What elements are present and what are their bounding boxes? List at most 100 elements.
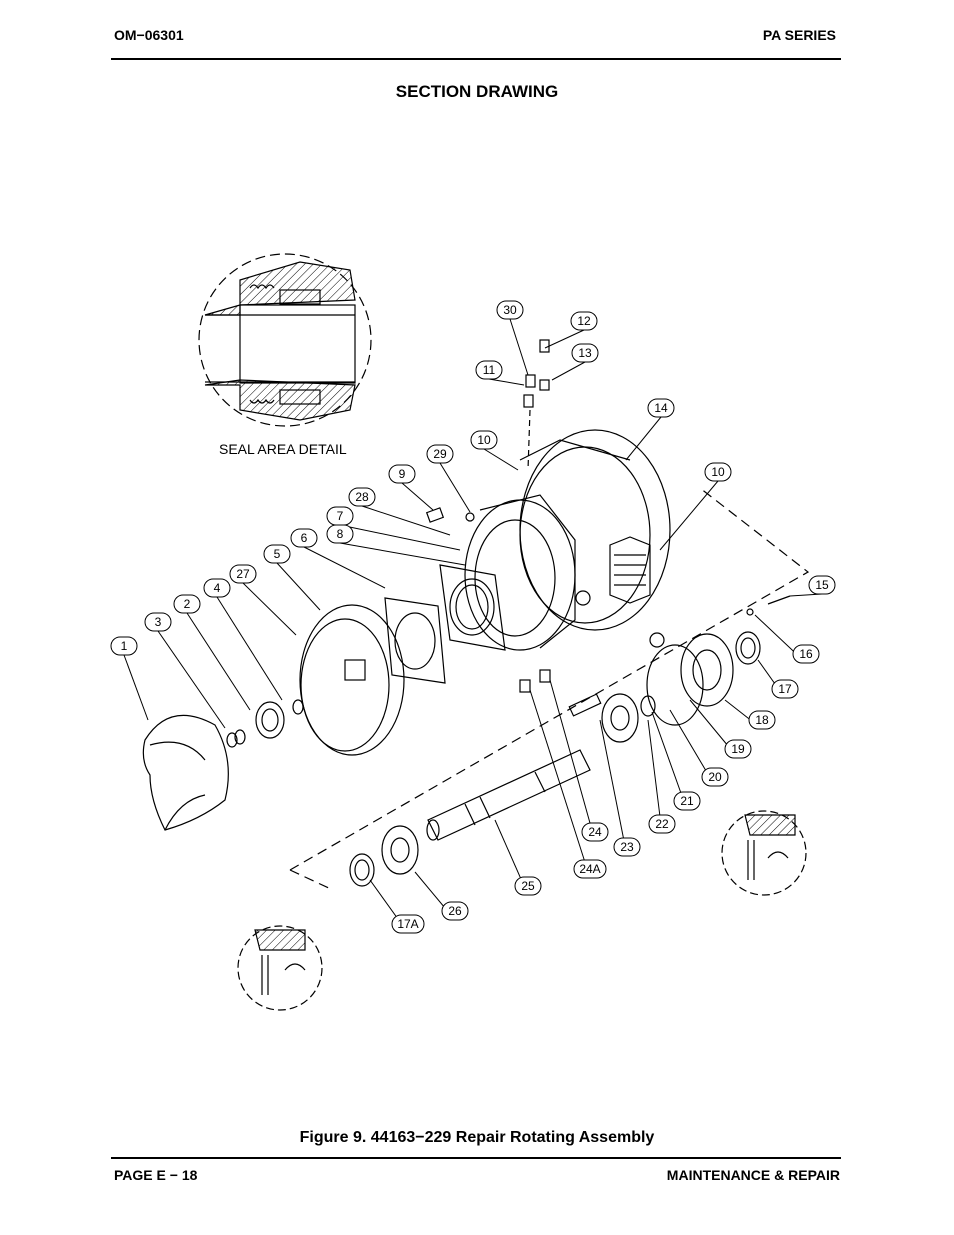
callout-balloon bbox=[613, 837, 641, 857]
callout-balloon bbox=[388, 464, 416, 484]
callout-22: 22 bbox=[647, 719, 676, 834]
callout-label: 4 bbox=[214, 581, 221, 595]
callout-11: 11 bbox=[475, 360, 525, 386]
callout-balloon bbox=[704, 462, 732, 482]
callout-leader bbox=[549, 679, 596, 842]
callout-label: 10 bbox=[711, 465, 725, 479]
volute-casing bbox=[519, 429, 671, 631]
callout-balloon bbox=[496, 300, 524, 320]
callout-13: 13 bbox=[551, 343, 599, 381]
callout-leader bbox=[529, 689, 591, 879]
callout-leader bbox=[659, 480, 719, 551]
footer-rule bbox=[111, 1157, 841, 1159]
seal-assembly bbox=[255, 699, 304, 739]
callout-balloon bbox=[470, 430, 498, 450]
callout-3: 3 bbox=[144, 612, 226, 729]
callout-label: 17 bbox=[778, 682, 792, 696]
callout-leader bbox=[439, 462, 471, 513]
callout-21: 21 bbox=[651, 711, 701, 811]
callout-label: 2 bbox=[184, 597, 191, 611]
callout-balloon bbox=[771, 679, 799, 699]
callout-label: 7 bbox=[337, 509, 344, 523]
callout-balloon bbox=[748, 710, 776, 730]
adapter-plate bbox=[439, 564, 506, 651]
callout-leader bbox=[216, 596, 283, 701]
callout-label: 30 bbox=[503, 303, 517, 317]
callout-label: 5 bbox=[274, 547, 281, 561]
figure-caption: Figure 9. 44163−229 Repair Rotating Asse… bbox=[299, 1129, 655, 1146]
callout-balloon bbox=[514, 876, 542, 896]
callout-balloon bbox=[673, 791, 701, 811]
callout-leader bbox=[276, 562, 321, 611]
callout-label: 12 bbox=[577, 314, 591, 328]
header-rule bbox=[111, 58, 841, 60]
callout-4: 4 bbox=[203, 578, 283, 701]
callout-leader bbox=[544, 329, 585, 349]
callout-30: 30 bbox=[496, 300, 529, 376]
assembly-linework bbox=[142, 253, 810, 1011]
callout-balloon bbox=[808, 575, 836, 595]
callout-label: 26 bbox=[448, 904, 462, 918]
callout-leader bbox=[157, 630, 226, 729]
callout-26: 26 bbox=[414, 871, 469, 921]
callout-label: 18 bbox=[755, 713, 769, 727]
callout-balloon bbox=[581, 822, 609, 842]
callout-25: 25 bbox=[494, 819, 542, 896]
seal-detail-lower-right bbox=[721, 810, 807, 896]
callout-balloon bbox=[441, 901, 469, 921]
callout-leader bbox=[509, 318, 529, 376]
callout-leader bbox=[303, 546, 386, 589]
callout-label: 10 bbox=[477, 433, 491, 447]
callout-label: 9 bbox=[399, 467, 406, 481]
callout-label: 19 bbox=[731, 742, 745, 756]
callout-balloon bbox=[475, 360, 503, 380]
callout-leader bbox=[361, 505, 451, 536]
callout-20: 20 bbox=[669, 709, 729, 787]
callout-balloon bbox=[648, 814, 676, 834]
callout-label: 29 bbox=[433, 447, 447, 461]
callout-18: 18 bbox=[724, 699, 776, 730]
callout-balloon bbox=[263, 544, 291, 564]
callout-label: 14 bbox=[654, 401, 668, 415]
callout-leader bbox=[488, 378, 525, 386]
callout-15: 15 bbox=[789, 575, 836, 597]
callout-balloon bbox=[724, 739, 752, 759]
section-title: SECTION DRAWING bbox=[395, 82, 559, 101]
callout-27: 27 bbox=[229, 564, 297, 636]
callout-label: 28 bbox=[355, 490, 369, 504]
callout-16: 16 bbox=[754, 614, 820, 664]
callout-label: 24A bbox=[579, 862, 600, 876]
callout-leader bbox=[401, 482, 434, 511]
callout-label: 8 bbox=[337, 527, 344, 541]
series-name: PA SERIES bbox=[762, 27, 836, 43]
callout-leader bbox=[123, 654, 149, 721]
callout-label: 22 bbox=[655, 817, 669, 831]
callout-balloon bbox=[290, 528, 318, 548]
callout-label: 6 bbox=[301, 531, 308, 545]
callout-6: 6 bbox=[290, 528, 386, 589]
shaft bbox=[426, 693, 602, 841]
callout-balloon bbox=[203, 578, 231, 598]
callout-balloon bbox=[701, 767, 729, 787]
callout-17: 17 bbox=[757, 659, 799, 699]
callout-10: 10 bbox=[659, 462, 732, 551]
callout-23: 23 bbox=[599, 719, 641, 857]
callout-balloon bbox=[326, 524, 354, 544]
callout-balloon bbox=[570, 311, 598, 331]
callout-balloon bbox=[110, 636, 138, 656]
callout-label: 17A bbox=[397, 917, 418, 931]
impeller bbox=[142, 714, 229, 831]
callout-balloon bbox=[229, 564, 257, 584]
callout-leader bbox=[339, 542, 466, 566]
chapter-name: MAINTENANCE & REPAIR bbox=[666, 1167, 840, 1183]
callout-label: 16 bbox=[799, 647, 813, 661]
callout-balloon bbox=[647, 398, 675, 418]
callout-balloon bbox=[792, 644, 820, 664]
callout-label: 11 bbox=[483, 363, 496, 377]
callout-label: 1 bbox=[121, 639, 128, 653]
callout-5: 5 bbox=[263, 544, 321, 611]
callout-leader bbox=[599, 719, 628, 857]
callout-leader bbox=[647, 719, 663, 834]
seal-area-detail bbox=[198, 253, 372, 427]
